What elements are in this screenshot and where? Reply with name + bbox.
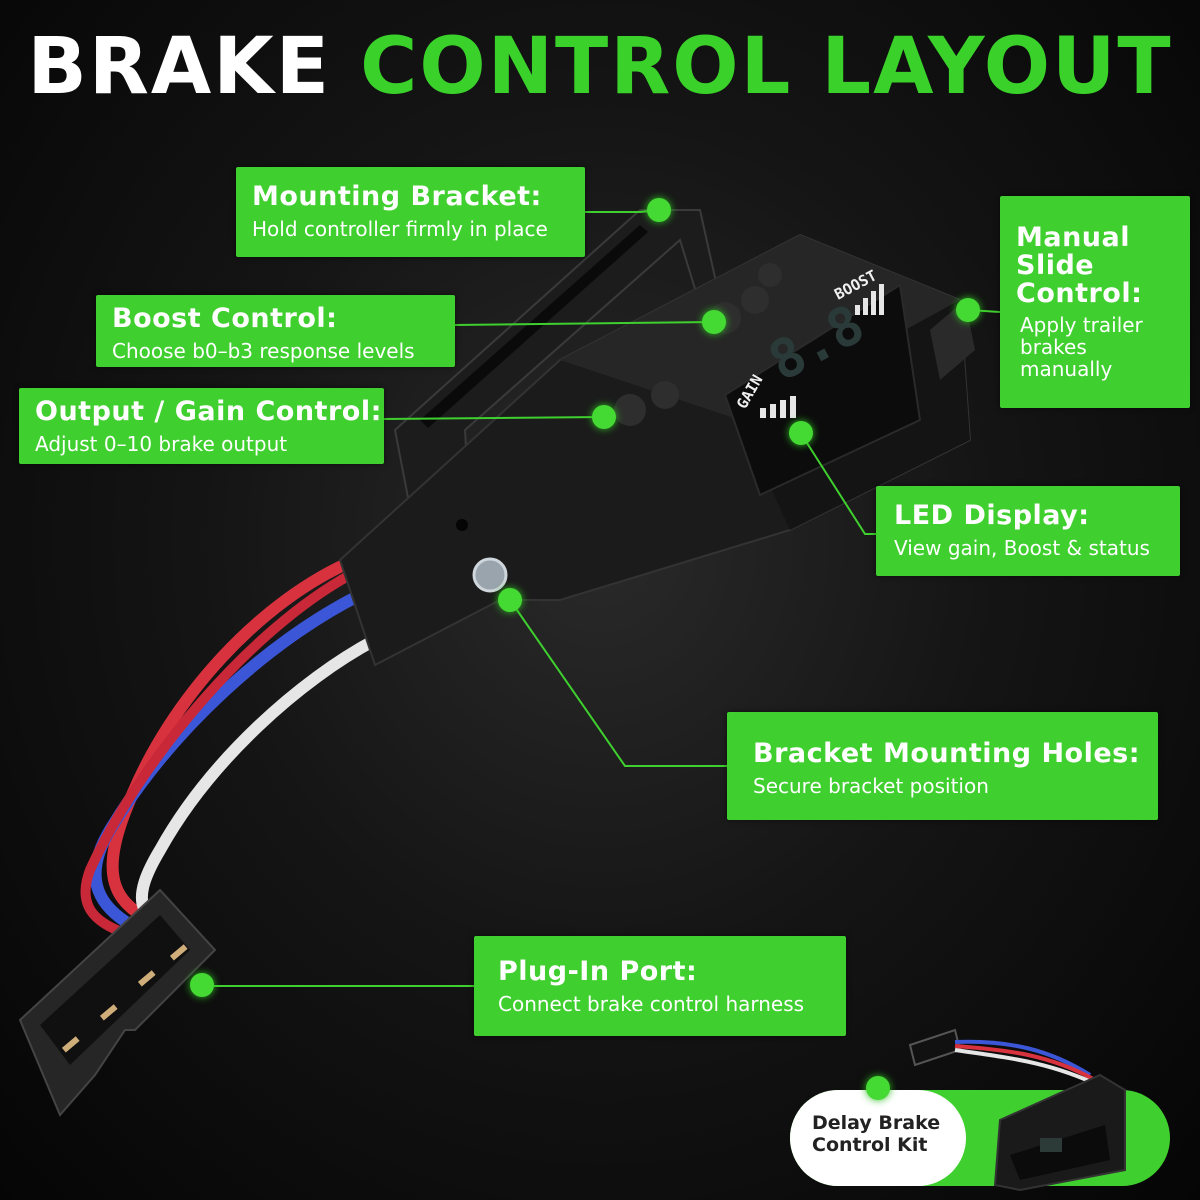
dot-mounting-bracket [647,198,671,222]
callout-output-gain: Output / Gain Control: Adjust 0–10 brake… [19,388,384,464]
output-gain-heading: Output / Gain Control: [35,396,382,427]
callout-bracket-holes: Bracket Mounting Holes: Secure bracket p… [727,712,1158,820]
kit-product-thumbnail [908,1028,1126,1192]
bracket-holes-heading: Bracket Mounting Holes: [753,738,1141,769]
dot-manual-slide [956,298,980,322]
manual-slide-heading-1: Manual [1016,222,1131,253]
dot-plug-port [190,973,214,997]
wire-red-2 [80,570,353,940]
manual-slide-desc-2: brakes [1020,335,1087,359]
manual-slide-desc-3: manually [1020,357,1113,381]
title-control-layout: CONTROL LAYOUT [360,22,1173,112]
leader-lines [205,209,1001,987]
mounting-bracket-heading: Mounting Bracket: [252,181,542,212]
boost-bars [855,284,884,315]
callout-mounting-bracket: Mounting Bracket: Hold controller firmly… [236,167,585,257]
manual-slide-heading-2: Slide [1016,250,1095,281]
dot-kit [866,1076,890,1100]
gain-bars [760,396,796,418]
plug-port-heading: Plug-In Port: [498,956,698,987]
plug-port-desc: Connect brake control harness [498,992,805,1016]
callout-plug-port: Plug-In Port: Connect brake control harn… [474,936,846,1036]
dot-led-display [789,421,813,445]
kit-label-pill [790,1090,966,1186]
kit-line-1: Delay Brake [812,1112,941,1134]
wire-white [136,634,378,940]
boost-control-desc: Choose b0–b3 response levels [112,339,415,363]
title-brake: BRAKE [27,22,332,112]
kit-label: Delay Brake Control Kit [812,1112,952,1156]
dot-boost-control [702,310,726,334]
bracket-holes-desc: Secure bracket position [753,774,989,798]
page-title: BRAKE CONTROL LAYOUT [0,22,1200,112]
controller-body [338,233,975,667]
callout-boost-control: Boost Control: Choose b0–b3 response lev… [96,295,455,367]
dot-bracket-holes [498,588,522,612]
manual-slide-heading-3: Control: [1016,278,1143,309]
mounting-bracket-desc: Hold controller firmly in place [252,217,548,241]
callout-manual-slide: Manual Slide Control: Apply trailer brak… [1000,196,1190,408]
manual-slide-desc-1: Apply trailer [1020,313,1143,337]
callout-led-display: LED Display: View gain, Boost & status [876,486,1180,576]
led-display-desc: View gain, Boost & status [894,536,1150,560]
output-gain-desc: Adjust 0–10 brake output [35,432,288,456]
boost-control-heading: Boost Control: [112,303,338,334]
led-display-heading: LED Display: [894,500,1090,531]
plug-in-port [18,888,217,1117]
kit-line-2: Control Kit [812,1134,928,1156]
dot-output-gain [592,405,616,429]
